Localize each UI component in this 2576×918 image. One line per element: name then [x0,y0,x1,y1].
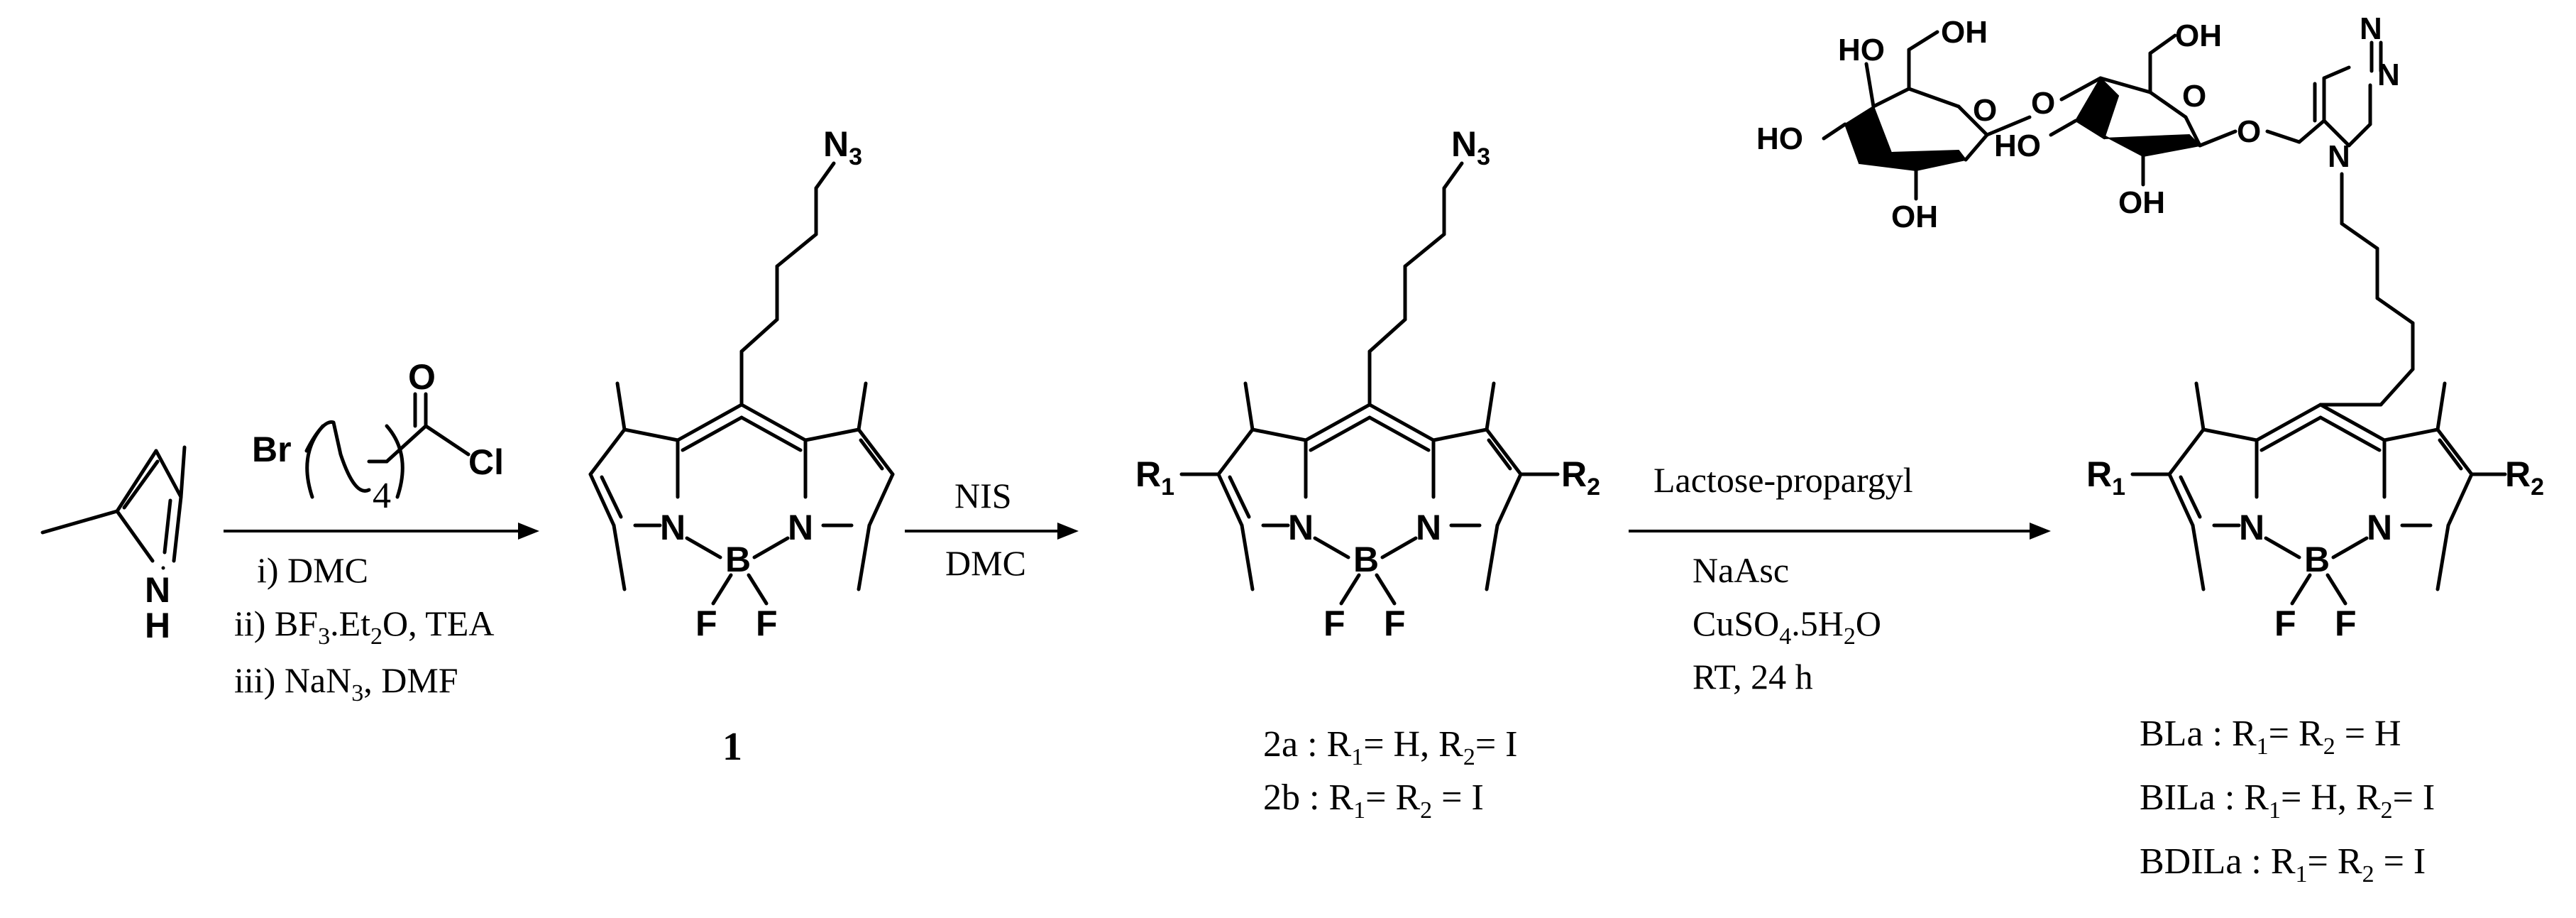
chain-count: 4 [373,476,391,516]
gal-ring-o: O [1973,93,1997,128]
triazole-n2: N [2377,58,2400,92]
reaction-arrow-3: Lactose-propargyl NaAsc CuSO4.5H2O RT, 2… [1629,460,2051,696]
n-left: N [660,508,686,547]
r2-label: R2 [1561,454,1600,501]
glc-oh6: OH [2175,18,2222,53]
gal-oh2: OH [1891,200,1938,234]
cond-i: i) DMC [257,550,368,590]
pyrrole-h: H [145,606,170,645]
r1-label-3: R1 [2086,454,2125,501]
glucose-ring: OH O HO OH O [1994,18,2326,220]
o-atom: O [408,357,436,397]
triazole-n1: N [2328,139,2350,174]
glc-ring-o: O [2182,79,2206,114]
compound-bla-label: BLa : R1= R2 = H [2140,714,2401,760]
compound-2a-label: 2a : R1= H, R2= I [1263,724,1517,770]
cond-ii: ii) BF3.Et2O, TEA [234,603,494,650]
n-left-2: N [1288,508,1314,547]
fluorine-right: F [756,603,778,643]
boron-3: B [2304,540,2330,579]
triazole-n3: N [2360,11,2382,46]
glc-oh3: HO [1994,129,2041,163]
cond-lactose: Lactose-propargyl [1653,460,1913,500]
gal-oh6: OH [1941,15,1988,50]
compound-bdila-label: BDILa : R1= R2 = I [2140,841,2426,887]
pyrrole-n: N [145,570,170,610]
fluorine-left-2: F [1323,603,1345,643]
reaction-arrow-1 [224,523,539,540]
compound-2: N3 R1 R2 N N B F F 2a : R1= H, R2= I [1135,124,1600,824]
fluorine-left: F [695,603,717,643]
compound-2b-label: 2b : R1= R2 = I [1263,777,1484,824]
n-right-2: N [1416,508,1441,547]
galactose-ring: OH O HO HO OH O [1756,15,2055,234]
cond-dmc: DMC [945,543,1026,583]
cond-nis: NIS [954,476,1012,515]
compound-bila-label: BILa : R1= H, R2= I [2140,777,2435,824]
r1-label: R1 [1135,454,1174,501]
gal-oh3: HO [1756,121,1803,156]
dimethylpyrrole: N H [40,445,187,645]
cond-rt: RT, 24 h [1692,657,1813,696]
glycosidic-o: O [2031,86,2055,121]
br-atom: Br [252,430,292,469]
cl-atom: Cl [468,442,504,482]
cond-iii: iii) NaN3, DMF [234,660,458,706]
n3-label: N3 [823,124,862,170]
cond-naasc: NaAsc [1692,550,1789,590]
glc-oh2: OH [2118,185,2165,220]
lactose-bodipy-product: OH O HO HO OH O OH O HO OH [1756,11,2544,887]
compound-1: N3 N N B F F 1 [588,124,895,769]
anomeric-o: O [2237,114,2261,149]
step1-conditions: i) DMC ii) BF3.Et2O, TEA iii) NaN3, DMF [234,550,494,706]
gal-oh4: HO [1838,33,1885,67]
n-right-3: N [2367,508,2392,547]
fluorine-right-2: F [1384,603,1406,643]
fluorine-left-3: F [2274,603,2296,643]
triazole-ring: N N N [2313,11,2400,174]
cond-cuso4: CuSO4.5H2O [1692,603,1881,650]
bromo-acyl-chloride: Br O Cl 4 [252,357,504,516]
boron: B [725,540,751,579]
n-right: N [788,508,813,547]
fluorine-right-3: F [2335,603,2357,643]
n3-label-2: N3 [1451,124,1490,170]
reaction-arrow-2: NIS DMC [905,476,1079,583]
n-left-3: N [2239,508,2264,547]
compound-1-label: 1 [722,725,742,769]
boron-2: B [1353,540,1379,579]
r2-label-3: R2 [2505,454,2544,501]
